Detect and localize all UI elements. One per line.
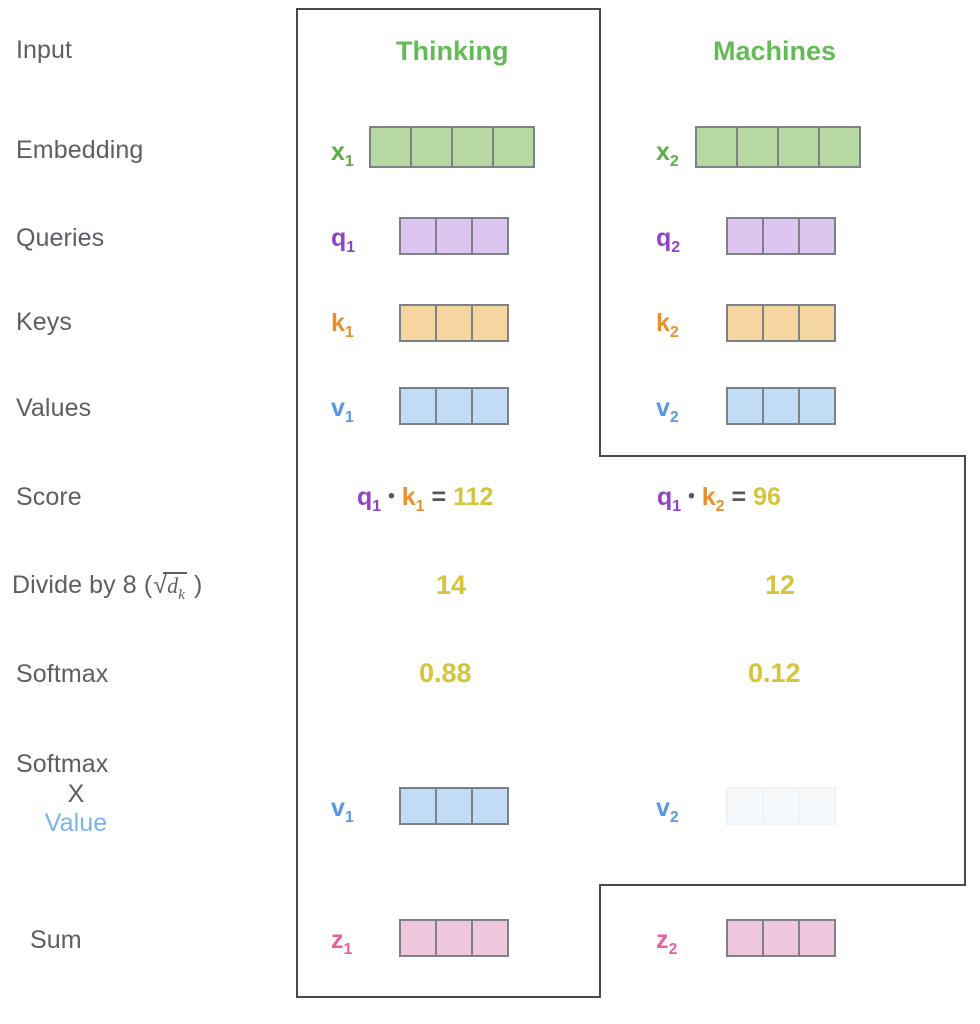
vector-strip-q2	[726, 217, 836, 255]
score-expression-thinking: q1 • k1 = 112	[357, 485, 493, 515]
vector-cell	[762, 387, 800, 425]
softmax-line-3-value: Value	[44, 809, 108, 837]
row-label-softmax: Softmax	[16, 660, 109, 688]
radicand-subscript-k: k	[178, 587, 185, 603]
vector-strip-v2	[726, 387, 836, 425]
vector-cell	[471, 919, 509, 957]
row-label-softmax-times-value: Softmax X Value	[16, 750, 136, 839]
vector-cell	[762, 217, 800, 255]
vector-cell	[435, 304, 473, 342]
vector-label-q2: q2	[656, 224, 681, 256]
vector-label-q1: q1	[331, 224, 356, 256]
vector-cell	[399, 304, 437, 342]
vector-cell	[435, 387, 473, 425]
vector-label-v2: v2	[656, 394, 679, 426]
vector-cell	[762, 919, 800, 957]
vector-label-k1: k1	[331, 309, 354, 341]
frame-seam-mask	[598, 457, 604, 884]
row-label-divide-by-8: Divide by 8 (√dk)	[12, 571, 202, 604]
vector-cell	[399, 919, 437, 957]
row-label-keys: Keys	[16, 308, 72, 336]
score-result-machines: 96	[753, 483, 781, 511]
column-header-thinking: Thinking	[396, 36, 509, 66]
vector-cell	[798, 919, 836, 957]
vector-cell	[695, 126, 738, 168]
vector-label-x1: x1	[331, 138, 354, 170]
equals-sign: =	[431, 483, 447, 511]
vector-cell	[471, 217, 509, 255]
vector-cell	[399, 387, 437, 425]
softmax-value-thinking: 0.88	[419, 658, 472, 688]
vector-cell	[777, 126, 820, 168]
vector-strip-q1	[399, 217, 509, 255]
vector-label-z2: z2	[656, 926, 678, 958]
vector-strip-x1	[369, 126, 535, 168]
score-result-thinking: 112	[453, 483, 494, 511]
vector-cell	[726, 387, 764, 425]
vector-strip-z1	[399, 919, 509, 957]
row-label-sum: Sum	[30, 926, 82, 954]
row-label-values: Values	[16, 394, 92, 422]
softmax-value-machines: 0.12	[748, 658, 801, 688]
vector-cell	[435, 919, 473, 957]
divide-suffix-text: )	[193, 571, 203, 599]
weighted-vector-label-v2: v2	[656, 794, 679, 826]
vector-cell	[399, 217, 437, 255]
divide-value-machines: 12	[765, 570, 796, 600]
score-q-symbol: q1	[657, 483, 682, 515]
vector-cell	[369, 126, 412, 168]
vector-strip-k1	[399, 304, 509, 342]
vector-label-z1: z1	[331, 926, 353, 958]
dot-product-operator-icon: •	[688, 486, 695, 507]
vector-cell	[762, 787, 800, 825]
dot-product-operator-icon: •	[388, 486, 395, 507]
divide-value-thinking: 14	[436, 570, 467, 600]
divide-prefix-text: Divide by 8 (	[12, 571, 153, 599]
score-k-symbol: k1	[401, 483, 425, 515]
radicand-d: d	[167, 573, 179, 598]
vector-strip-x2	[695, 126, 861, 168]
vector-cell	[435, 787, 473, 825]
vector-cell	[451, 126, 494, 168]
vector-cell	[435, 217, 473, 255]
vector-cell	[471, 304, 509, 342]
row-label-embedding: Embedding	[16, 136, 144, 164]
softmax-line-2-times: X	[67, 779, 85, 808]
vector-label-k2: k2	[656, 309, 679, 341]
vector-cell	[762, 304, 800, 342]
vector-label-x2: x2	[656, 138, 679, 170]
column-header-machines: Machines	[713, 36, 837, 66]
score-k-symbol: k2	[701, 483, 725, 515]
vector-cell	[798, 387, 836, 425]
softmax-line-1: Softmax	[16, 750, 109, 778]
vector-label-v1: v1	[331, 394, 354, 426]
weighted-vector-strip-v2-faded	[726, 787, 836, 825]
vector-cell	[471, 387, 509, 425]
row-label-score: Score	[16, 483, 82, 511]
vector-cell	[726, 304, 764, 342]
vector-cell	[736, 126, 779, 168]
vector-cell	[399, 787, 437, 825]
vector-cell	[818, 126, 861, 168]
row-label-input: Input	[16, 36, 73, 64]
vector-cell	[726, 787, 764, 825]
vector-cell	[798, 304, 836, 342]
equals-sign: =	[731, 483, 747, 511]
vector-cell	[410, 126, 453, 168]
weighted-vector-strip-v1	[399, 787, 509, 825]
vector-cell	[726, 217, 764, 255]
sqrt-symbol-icon: √dk	[153, 571, 187, 603]
vector-cell	[492, 126, 535, 168]
vector-cell	[798, 787, 836, 825]
vector-strip-k2	[726, 304, 836, 342]
row-label-queries: Queries	[16, 224, 105, 252]
vector-cell	[471, 787, 509, 825]
vector-strip-z2	[726, 919, 836, 957]
vector-strip-v1	[399, 387, 509, 425]
weighted-vector-label-v1: v1	[331, 794, 354, 826]
vector-cell	[798, 217, 836, 255]
score-q-symbol: q1	[357, 483, 382, 515]
vector-cell	[726, 919, 764, 957]
score-expression-machines: q1 • k2 = 96	[657, 485, 781, 515]
